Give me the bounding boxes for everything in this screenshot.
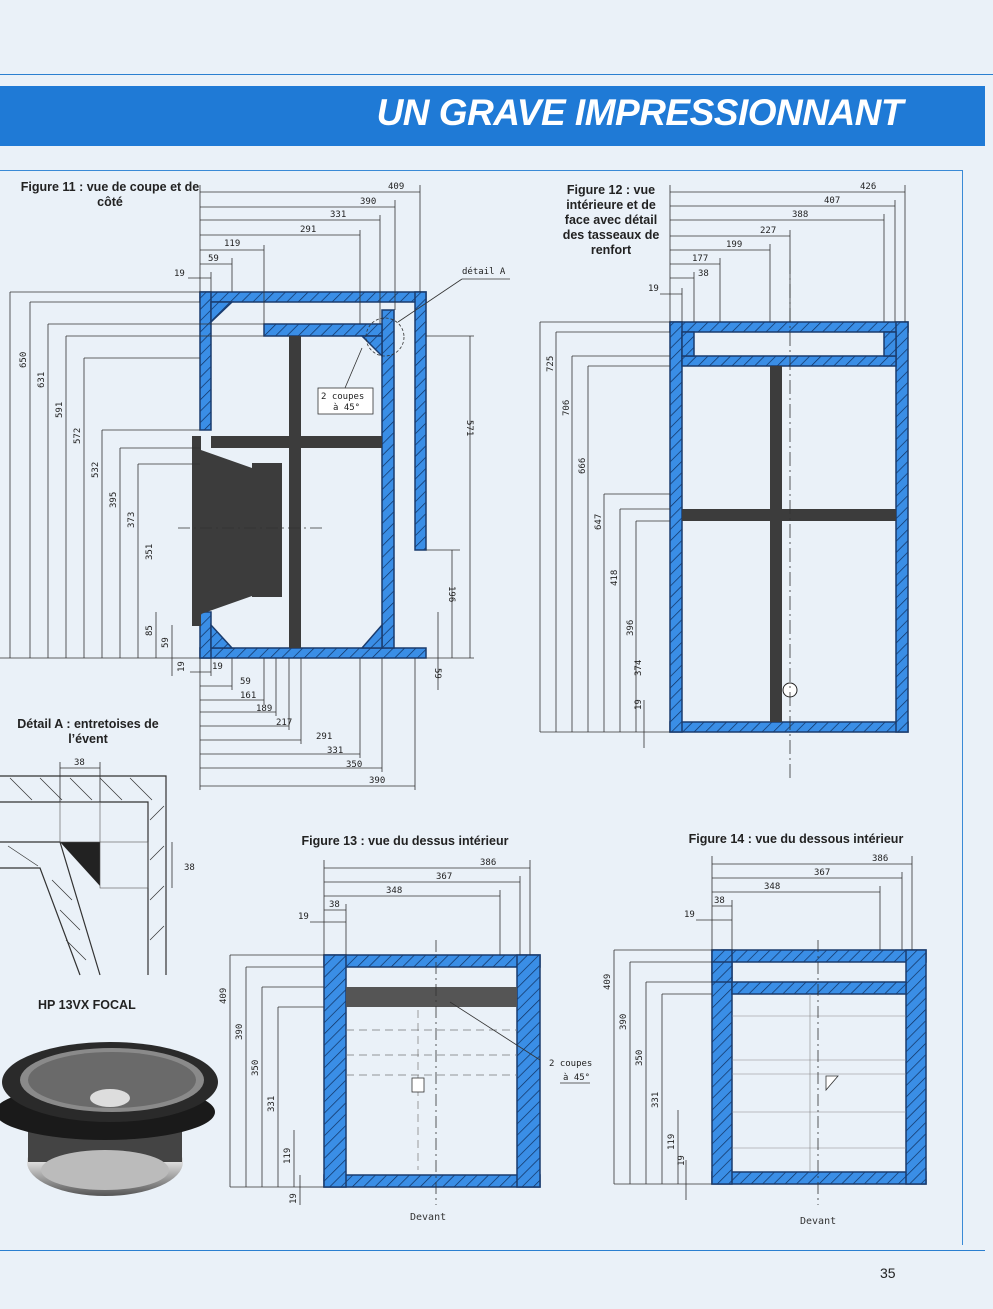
dim14-367: 367 [814, 868, 830, 878]
dim-351: 351 [145, 544, 155, 560]
dim13-348: 348 [386, 886, 402, 896]
page-title: UN GRAVE IMPRESSIONNANT [376, 92, 904, 133]
detail-dim-38-top: 38 [74, 758, 85, 768]
dim13-409: 409 [219, 988, 229, 1004]
dim13-19: 19 [298, 912, 309, 922]
devant-label-14: Devant [800, 1216, 836, 1227]
coupes-angle-2: à 45° [563, 1073, 590, 1083]
dim-b350: 350 [346, 760, 362, 770]
dim12-407: 407 [824, 196, 840, 206]
dim12-418: 418 [610, 570, 620, 586]
detail-a-drawing: 38 38 [0, 758, 195, 976]
dim14-390: 390 [619, 1014, 629, 1030]
dim-291: 291 [300, 225, 316, 235]
dim-650: 650 [19, 352, 29, 368]
dim12-374: 374 [634, 660, 644, 676]
figure-13-caption: Figure 13 : vue du dessus intérieur [301, 834, 509, 848]
dim12-19l: 19 [634, 699, 644, 710]
dim12-19: 19 [648, 284, 659, 294]
dim-19: 19 [174, 269, 185, 279]
dim14-386: 386 [872, 854, 888, 864]
dim13-19l: 19 [289, 1193, 299, 1204]
dim14-350: 350 [635, 1050, 645, 1066]
figure-14-drawing: Devant 386 367 348 38 19 409 390 350 331… [603, 854, 927, 1227]
page-number: 35 [880, 1265, 896, 1281]
figure-11-caption: Figure 11 : vue de coupe et de côté [20, 180, 200, 209]
dim-373: 373 [127, 512, 137, 528]
dim-b390: 390 [369, 776, 385, 786]
dim-631: 631 [37, 372, 47, 388]
dim-532: 532 [91, 462, 101, 478]
hp-caption: HP 13VX FOCAL [38, 998, 136, 1012]
dim-331: 331 [330, 210, 346, 220]
coupes-label-2: 2 coupes [549, 1059, 592, 1069]
dim12-666: 666 [578, 458, 588, 474]
dim13-331: 331 [267, 1096, 277, 1112]
dim-19b: 19 [177, 661, 187, 672]
dim-b161: 161 [240, 691, 256, 701]
dim12-388: 388 [792, 210, 808, 220]
dim14-409: 409 [603, 974, 613, 990]
dim12-38: 38 [698, 269, 709, 279]
dim-b331: 331 [327, 746, 343, 756]
detail-a-callout: détail A [462, 266, 506, 277]
dim-b189: 189 [256, 704, 272, 714]
dim-196: 196 [446, 586, 456, 602]
dim13-390: 390 [235, 1024, 245, 1040]
dim13-367: 367 [436, 872, 452, 882]
figure-13-drawing: 2 coupes à 45° Devant 386 367 348 38 19 … [219, 858, 592, 1223]
dim12-227: 227 [760, 226, 776, 236]
dim12-647: 647 [594, 514, 604, 530]
dim12-725: 725 [546, 356, 556, 372]
dim-572: 572 [73, 428, 83, 444]
dim14-331: 331 [651, 1092, 661, 1108]
dim12-426: 426 [860, 182, 876, 192]
dim-59r: 59 [432, 668, 442, 679]
dim12-199: 199 [726, 240, 742, 250]
dim-571: 571 [464, 420, 474, 436]
title-banner: UN GRAVE IMPRESSIONNANT [0, 86, 985, 146]
figure-11-drawing: détail A 2 coupes à 45° 409 390 331 291 … [0, 182, 510, 790]
dim12-177: 177 [692, 254, 708, 264]
dim14-19l: 19 [677, 1155, 687, 1166]
figure-12-caption: Figure 12 : vue intérieure et de face av… [562, 183, 660, 257]
dim12-706: 706 [562, 400, 572, 416]
dim12-396: 396 [626, 620, 636, 636]
detail-dim-38-side: 38 [184, 863, 195, 873]
footer-rule [0, 1250, 985, 1251]
dim13-119: 119 [283, 1148, 293, 1164]
dim-59b: 59 [161, 637, 171, 648]
speaker-photo [0, 1042, 218, 1196]
dim-395: 395 [109, 492, 119, 508]
dim-b19: 19 [212, 662, 223, 672]
dim14-38: 38 [714, 896, 725, 906]
dim-409: 409 [388, 182, 404, 192]
dim-b291: 291 [316, 732, 332, 742]
dim-390: 390 [360, 197, 376, 207]
content-frame [0, 170, 963, 1245]
dim14-119: 119 [667, 1134, 677, 1150]
dim13-38: 38 [329, 900, 340, 910]
dim-119: 119 [224, 239, 240, 249]
dim-b217: 217 [276, 718, 292, 728]
dim-85: 85 [145, 625, 155, 636]
dim-b59: 59 [240, 677, 251, 687]
figure-14-caption: Figure 14 : vue du dessous intérieur [688, 832, 904, 846]
dim13-386: 386 [480, 858, 496, 868]
dim-591: 591 [55, 402, 65, 418]
detail-a-caption: Détail A : entretoises de l’évent [17, 717, 159, 746]
dim-59: 59 [208, 254, 219, 264]
dim14-348: 348 [764, 882, 780, 892]
figure-12-drawing: 426 407 388 227 199 177 38 19 725 706 66… [539, 182, 909, 780]
header-rule [0, 74, 993, 75]
coupes-angle-1: à 45° [333, 403, 360, 413]
dim13-350: 350 [251, 1060, 261, 1076]
dim14-19: 19 [684, 910, 695, 920]
coupes-label-1: 2 coupes [321, 392, 364, 402]
devant-label-13: Devant [410, 1212, 446, 1223]
